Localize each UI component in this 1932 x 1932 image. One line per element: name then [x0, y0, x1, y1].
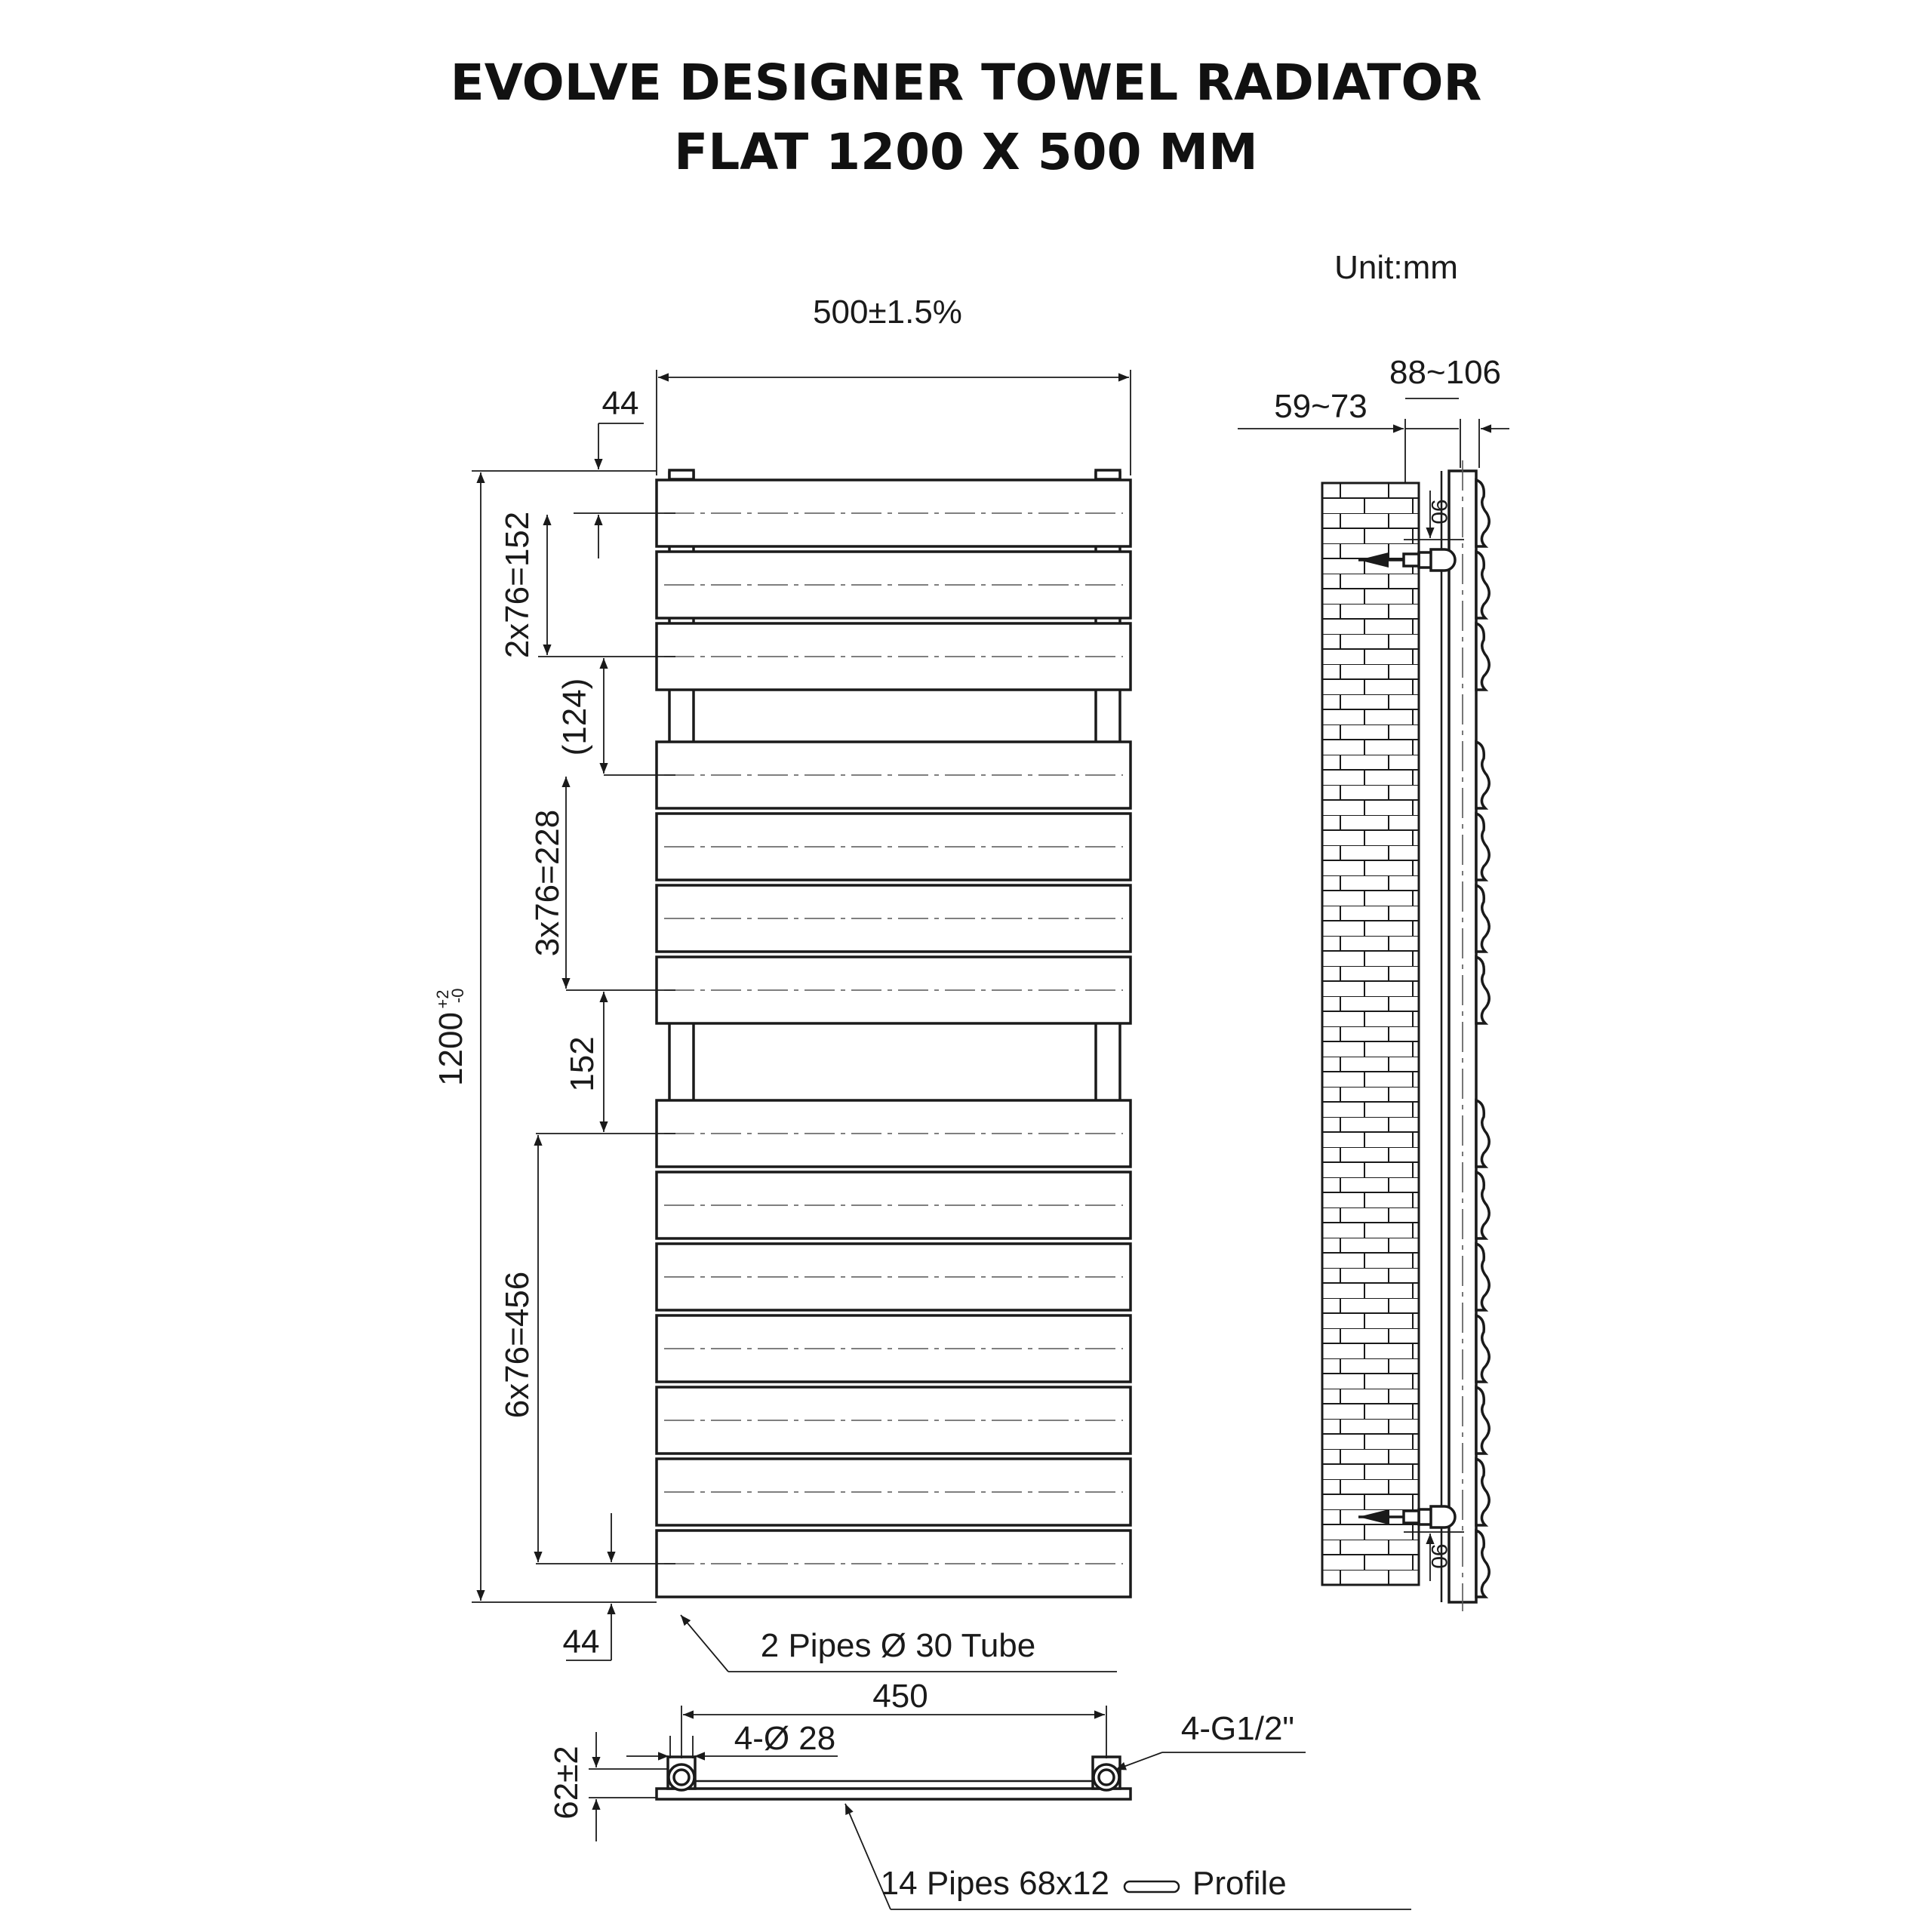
brick-wall-icon [1321, 481, 1420, 1586]
flat-bar [655, 550, 1132, 620]
right-port [1091, 1755, 1121, 1792]
gap2-label: 152 [564, 1036, 601, 1091]
height-dimension: 1200 +2 -0 [432, 470, 657, 1603]
flat-bar [655, 1171, 1132, 1240]
centres-label: 450 [872, 1678, 928, 1715]
thread-label: 4-G1/2" [1181, 1710, 1294, 1747]
front-view: 500±1.5% 1200 +2 -0 44 2x76=152 [432, 294, 1132, 1672]
group3-dimension: 6x76=456 [499, 1135, 675, 1564]
bottom-offset-label: 44 [563, 1623, 600, 1660]
flat-bar [655, 955, 1132, 1025]
front-flat-bars [655, 478, 1132, 1598]
gap1-dimension: (124) [556, 658, 675, 776]
flat-bar [655, 812, 1132, 881]
left-port [666, 1755, 697, 1792]
profile-label-pre: 14 Pipes 68x12 [881, 1865, 1109, 1902]
top-offset-label: 44 [602, 385, 639, 422]
profile-label-post: Profile [1192, 1865, 1287, 1902]
group1-dimension: 2x76=152 [499, 512, 675, 659]
flat-bar [655, 1314, 1132, 1383]
top-offset-dimension: 44 [574, 385, 675, 558]
flat-bar [655, 478, 1132, 548]
depth-outer-label: 88~106 [1389, 354, 1501, 391]
wall-bracket-top: 90 [1358, 491, 1464, 572]
unit-label: Unit:mm [1334, 249, 1458, 286]
flat-bar [655, 1529, 1132, 1598]
group1-label: 2x76=152 [499, 512, 536, 659]
flat-bar [655, 1457, 1132, 1527]
flat-bar [655, 884, 1132, 953]
gap1-label: (124) [556, 678, 593, 756]
width-label: 500±1.5% [813, 294, 962, 331]
flat-profile-icon [1123, 1880, 1180, 1894]
flat-bar [655, 740, 1132, 810]
hole-dimension: 4-Ø 28 [626, 1720, 838, 1761]
group2-label: 3x76=228 [529, 810, 566, 957]
flat-bar [655, 1386, 1132, 1455]
gap2-dimension: 152 [536, 992, 675, 1134]
wall-bracket-bottom: 90 [1358, 1505, 1464, 1581]
flat-bar [655, 622, 1132, 691]
flat-bar [655, 1099, 1132, 1168]
bracket-bottom-label: 90 [1426, 1543, 1451, 1568]
flat-bar [655, 1242, 1132, 1312]
height-label: 1200 +2 -0 [432, 986, 469, 1086]
title-line-1: EVOLVE DESIGNER TOWEL RADIATOR [451, 54, 1482, 112]
bottom-plate [655, 1787, 1132, 1801]
width-dimension: 500±1.5% [656, 294, 1131, 475]
bottom-height-label: 62±2 [548, 1746, 585, 1820]
group3-label: 6x76=456 [499, 1272, 536, 1419]
depth-wall-label: 59~73 [1274, 388, 1367, 425]
profile-leader: 14 Pipes 68x12 Profile [844, 1803, 1411, 1910]
centres-dimension: 450 [681, 1678, 1107, 1758]
side-view: 90 90 [1238, 354, 1509, 1611]
pipes-leader: 2 Pipes Ø 30 Tube [680, 1614, 1117, 1672]
title-line-2: FLAT 1200 X 500 MM [674, 123, 1258, 181]
bracket-top-label: 90 [1426, 499, 1451, 524]
bottom-offset-dimension: 44 [563, 1513, 616, 1661]
depth-dimensions: 59~73 88~106 [1238, 354, 1509, 483]
bottom-view: 450 4-Ø 28 4-G1/2" 62±2 14 P [548, 1678, 1411, 1910]
side-bar-profiles [1475, 478, 1491, 1598]
pipes-label: 2 Pipes Ø 30 Tube [761, 1627, 1035, 1664]
group2-dimension: 3x76=228 [529, 777, 675, 991]
hole-label: 4-Ø 28 [734, 1720, 836, 1757]
thread-leader: 4-G1/2" [1115, 1710, 1306, 1770]
bottom-height-dimension: 62±2 [548, 1732, 668, 1841]
